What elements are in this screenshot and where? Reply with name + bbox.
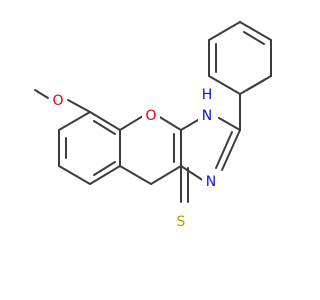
bond-ring-oxygen-c — [157, 115, 182, 131]
ring-oxygen-label: O — [145, 108, 156, 124]
bond-a4 — [58, 165, 91, 185]
nh-hydrogen-label: H — [202, 87, 213, 103]
nh-nitrogen-label: N — [202, 108, 212, 124]
bond-aromatic-ring-oxygen — [119, 115, 144, 131]
bond-methyl-oxygen — [34, 89, 49, 99]
bond-oxygen-aromatic — [67, 99, 91, 113]
bond-pyran-ch2-right — [150, 165, 182, 185]
bond-b7 — [208, 75, 241, 95]
bond-c-nh — [180, 119, 199, 131]
bond-a6 — [58, 111, 91, 131]
bond-c-n-double-outer — [221, 129, 241, 171]
bond-a1 — [89, 111, 121, 131]
molecule-structure: O O H N N S — [34, 21, 272, 231]
bond-b4 — [239, 21, 272, 41]
bond-n-c — [180, 165, 205, 182]
bond-a-inner-2 — [93, 161, 116, 176]
molecule-diagram: O O H N N S — [34, 21, 272, 231]
bond-a3 — [89, 165, 121, 185]
bond-pyran-ch2-left — [119, 165, 152, 185]
bond-a-inner-1 — [93, 120, 116, 135]
imine-nitrogen-label: N — [206, 174, 216, 190]
bond-b-inner-2 — [243, 31, 265, 45]
thione-sulfur-label: S — [177, 214, 186, 230]
bond-b-inner-1 — [246, 78, 267, 91]
bond-c-n-double-inner — [215, 131, 233, 169]
methoxy-oxygen-label: O — [52, 93, 63, 109]
bond-nh-c — [218, 117, 241, 131]
bond-b5 — [208, 21, 241, 41]
